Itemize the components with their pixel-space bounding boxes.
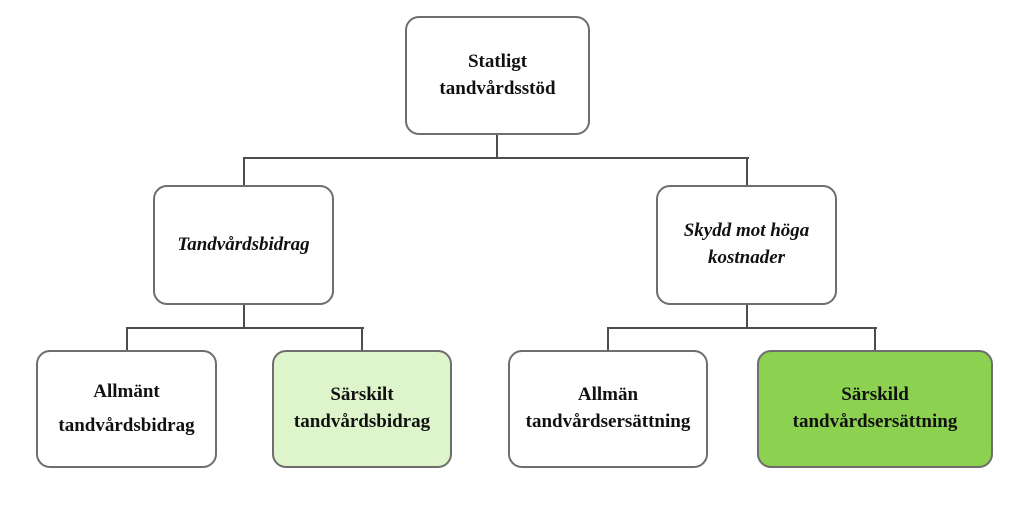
connector-to-allman-tandvardsersattning: [607, 327, 609, 352]
connector-skydd-stem: [746, 303, 748, 329]
node-label: Särskilt tandvårdsbidrag: [293, 384, 431, 432]
node-label: Tandvårdsbidrag: [177, 233, 310, 255]
connector-root-to-tandvardsbidrag: [243, 157, 245, 187]
node-allman-tandvardsersattning: Allmän tandvårdsersättning: [508, 350, 708, 468]
connector-tandvardsbidrag-stem: [243, 303, 245, 329]
node-label: Skydd mot höga kostnader: [683, 220, 810, 268]
connector-to-allmant-tandvardsbidrag: [126, 327, 128, 352]
node-label: Särskild tandvårdsersättning: [792, 384, 958, 432]
connector-to-sarskild-tandvardsersattning: [874, 327, 876, 352]
connector-to-sarskilt-tandvardsbidrag: [361, 327, 363, 352]
connector-tandvardsbidrag-crossbar: [126, 327, 364, 329]
node-sarskilt-tandvardsbidrag: Särskilt tandvårdsbidrag: [272, 350, 452, 468]
connector-skydd-crossbar: [607, 327, 877, 329]
node-label: Statligt tandvårdsstöd: [439, 50, 556, 99]
connector-root-to-skydd: [746, 157, 748, 187]
node-allmant-tandvardsbidrag: Allmänt tandvårdsbidrag: [36, 350, 217, 468]
connector-root-crossbar: [243, 157, 749, 159]
node-skydd-mot-hoga-kostnader: Skydd mot höga kostnader: [656, 185, 837, 305]
node-sarskild-tandvardsersattning: Särskild tandvårdsersättning: [757, 350, 993, 468]
connector-root-stem: [496, 135, 498, 159]
node-tandvardsbidrag: Tandvårdsbidrag: [153, 185, 334, 305]
node-statligt-tandvardsstod: Statligt tandvårdsstöd: [405, 16, 590, 135]
node-label: Allmän tandvårdsersättning: [525, 384, 691, 432]
node-label: Allmänt tandvårdsbidrag: [58, 380, 195, 436]
